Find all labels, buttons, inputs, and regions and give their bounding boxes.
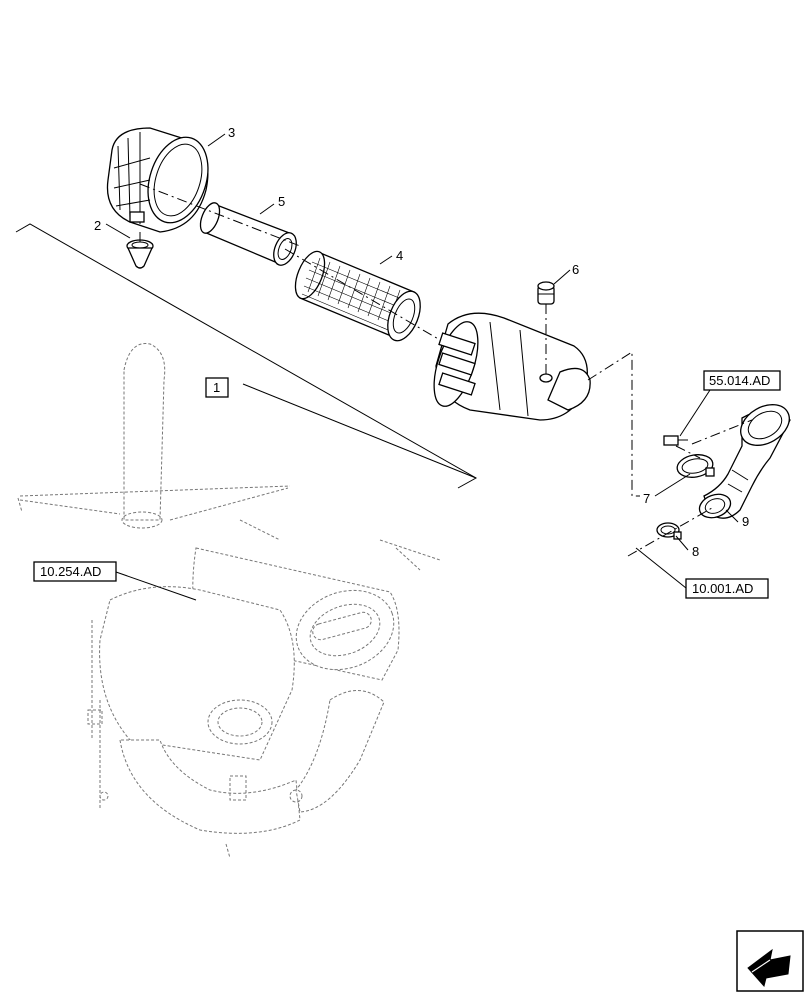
reference-10001[interactable]: 10.001.AD — [692, 581, 753, 596]
callout-9: 9 — [742, 514, 749, 529]
callout-7: 7 — [643, 491, 650, 506]
callout-1-box: 1 — [205, 377, 229, 398]
safety-filter-element — [199, 202, 297, 266]
callout-5: 5 — [278, 194, 285, 209]
sensor-fitting — [663, 435, 688, 446]
callout-4: 4 — [396, 248, 403, 263]
air-cleaner-body — [433, 312, 591, 421]
callout-1: 1 — [213, 380, 220, 395]
engine-context-ghost — [17, 343, 441, 859]
cap — [537, 281, 555, 305]
leader-lines — [105, 133, 739, 601]
reference-10254[interactable]: 10.254.AD — [40, 564, 101, 579]
callout-6: 6 — [572, 262, 579, 277]
reference-10001-box[interactable]: 10.001.AD — [685, 578, 769, 599]
intake-hose — [698, 404, 791, 519]
callout-2: 2 — [94, 218, 101, 233]
air-cleaner-cover — [106, 127, 209, 233]
next-page-arrow-icon[interactable] — [736, 930, 804, 992]
callout-labels: 3 2 5 4 6 7 9 8 — [94, 125, 749, 559]
hose-clamp-lower — [656, 522, 682, 540]
vacuator-valve — [126, 239, 154, 269]
hose-clamp-upper — [676, 454, 715, 478]
callout-8: 8 — [692, 544, 699, 559]
reference-55014[interactable]: 55.014.AD — [709, 373, 770, 388]
reference-55014-box[interactable]: 55.014.AD — [703, 370, 781, 391]
centerlines — [139, 183, 753, 557]
reference-10254-box[interactable]: 10.254.AD — [33, 561, 117, 582]
assembly-bracket — [15, 223, 478, 489]
primary-filter-element — [294, 250, 421, 342]
callout-3: 3 — [228, 125, 235, 140]
